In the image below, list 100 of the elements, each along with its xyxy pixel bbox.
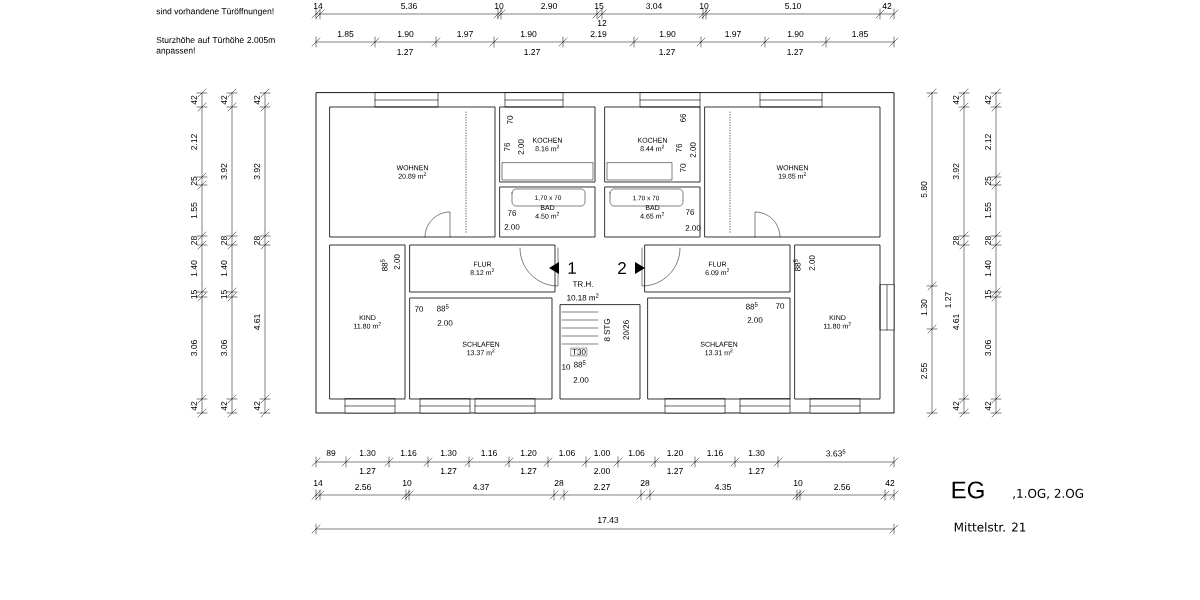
dimension-value: 1.27 — [787, 49, 803, 55]
door-dimension: 70 — [414, 306, 424, 312]
door-dimension: 66 — [680, 113, 686, 123]
dimension-value: 28 — [191, 236, 197, 245]
dimension-value: 42 — [953, 401, 959, 411]
dimension-value: 42 — [254, 95, 260, 105]
dimension-value: 1.27 — [945, 292, 951, 308]
dimension-value: 2.27 — [594, 484, 610, 490]
dimension-value: 12 — [597, 20, 607, 26]
dimension-value: 17.43 — [598, 517, 619, 523]
door-dimension: 70 — [507, 115, 513, 125]
dimension-value: 1.27 — [659, 49, 675, 55]
dimension-value: 1.55 — [985, 202, 991, 219]
address-text: Mittelstr. 21 — [954, 522, 1026, 532]
dimension-value: 1.16 — [481, 450, 497, 456]
dimension-value: 42 — [953, 95, 959, 105]
dimension-value: 2.56 — [834, 484, 850, 490]
dimension-value: 28 — [953, 236, 959, 245]
dimension-value: 1.06 — [559, 450, 575, 456]
door-rating: T30 — [570, 347, 588, 357]
dimension-value: 2.12 — [191, 134, 197, 150]
dimension-value: 42 — [191, 401, 197, 411]
door-dimension: 2.00 — [437, 320, 453, 326]
dimension-value: 2.55 — [921, 363, 927, 379]
dimension-value: 1.40 — [985, 260, 991, 277]
dimension-value: 4.61 — [254, 314, 260, 331]
stairwell-area: 10.18 m$^{2}$ — [567, 293, 599, 301]
dimension-value: 1.30 — [359, 450, 376, 456]
dimension-value: 1.20 — [667, 450, 683, 456]
dimension-value: 3.92 — [953, 163, 959, 180]
dimension-value: 1.97 — [457, 31, 473, 37]
dimension-value: 2.90 — [541, 3, 557, 9]
dimension-value: 42 — [221, 95, 227, 105]
door-dimension: 2.00 — [504, 224, 520, 230]
dimension-value: 42 — [985, 401, 991, 411]
door-dimension: 10 — [562, 364, 571, 370]
dimension-value: 3.92 — [254, 163, 260, 180]
dimension-value: 10 — [699, 3, 709, 9]
stair-label: 20/26 — [623, 320, 629, 340]
door-dimension: 88$^{5}$ — [793, 259, 801, 271]
dimension-value: 1.16 — [400, 450, 417, 456]
dimension-value: 1.97 — [725, 31, 741, 37]
dimension-value: 5.10 — [785, 3, 801, 9]
floor-label: ,1.OG, 2.OG — [1013, 488, 1084, 500]
dimension-value: 10 — [793, 480, 803, 486]
door-dimension: 76 — [507, 210, 517, 216]
door-dimension: 2.00 — [685, 225, 701, 231]
dimension-value: 2.56 — [355, 484, 371, 490]
dimension-value: 1.27 — [440, 468, 457, 474]
dimension-value: 1.27 — [748, 468, 765, 474]
dimension-value: 3.92 — [221, 163, 227, 180]
dimension-value: 28 — [985, 236, 991, 245]
door-dimension: 2.00 — [747, 317, 763, 323]
dimension-value: 42 — [221, 401, 227, 411]
dimension-value: 3.06 — [985, 340, 991, 356]
dimension-value: 3.04 — [646, 3, 663, 9]
dimension-value: 1.55 — [191, 202, 197, 219]
dimension-value: 25 — [985, 176, 991, 186]
dimension-value: 1.27 — [524, 49, 540, 55]
dimension-value: 4.35 — [714, 484, 731, 490]
dimension-value: 28 — [221, 236, 227, 245]
dimension-value: 1.40 — [191, 260, 197, 277]
door-dimension: 76 — [685, 209, 695, 215]
dimension-value: 42 — [885, 480, 895, 486]
dimension-value: 28 — [640, 480, 650, 486]
dimension-value: 28 — [554, 480, 564, 486]
dimension-value: 1.85 — [337, 31, 354, 37]
dimension-value: 42 — [191, 95, 197, 105]
dimension-value: 1.30 — [748, 450, 765, 456]
dimension-value: 1.27 — [397, 49, 413, 55]
dimension-value: 15 — [221, 290, 227, 299]
floor-label: EG — [952, 481, 984, 499]
dimension-value: 42 — [882, 3, 892, 9]
dimension-value: 15 — [985, 290, 991, 299]
door-dimension: 2.00 — [573, 377, 589, 383]
door-dimension: 2.00 — [518, 139, 524, 155]
door-dimension: 70 — [775, 303, 785, 309]
dimension-value: 4.61 — [953, 314, 959, 331]
dimension-value: 5.80 — [921, 181, 927, 198]
dimension-value: 42 — [254, 401, 260, 411]
door-dimension: 88$^{5}$ — [574, 360, 586, 368]
note-text: Sturzhöhe auf Türhöhe 2.005m anpassen! — [156, 36, 275, 56]
door-dimension: 76 — [504, 142, 510, 152]
dimension-value: 1.85 — [852, 31, 868, 37]
dimension-value: 3.06 — [191, 340, 197, 356]
dimension-value: 89 — [326, 450, 336, 456]
dimension-value: 1.16 — [707, 450, 723, 456]
dimension-value: 10 — [494, 3, 504, 9]
dimension-value: 1.20 — [520, 450, 537, 456]
apartment-number: 2 — [618, 262, 626, 274]
dimension-value: 1.90 — [659, 31, 676, 37]
dimension-value: 1.06 — [628, 450, 645, 456]
dimension-value: 1.40 — [221, 260, 227, 277]
dimension-value: 42 — [985, 95, 991, 105]
dimension-value: 1.90 — [520, 31, 537, 37]
door-dimension: 2.00 — [690, 142, 696, 158]
dimension-value: 1.27 — [359, 468, 376, 474]
dimension-value: 2.12 — [985, 134, 991, 150]
dimension-value: 1.27 — [667, 468, 683, 474]
note-text: sind vorhandene Türöffnungen! — [156, 8, 274, 16]
